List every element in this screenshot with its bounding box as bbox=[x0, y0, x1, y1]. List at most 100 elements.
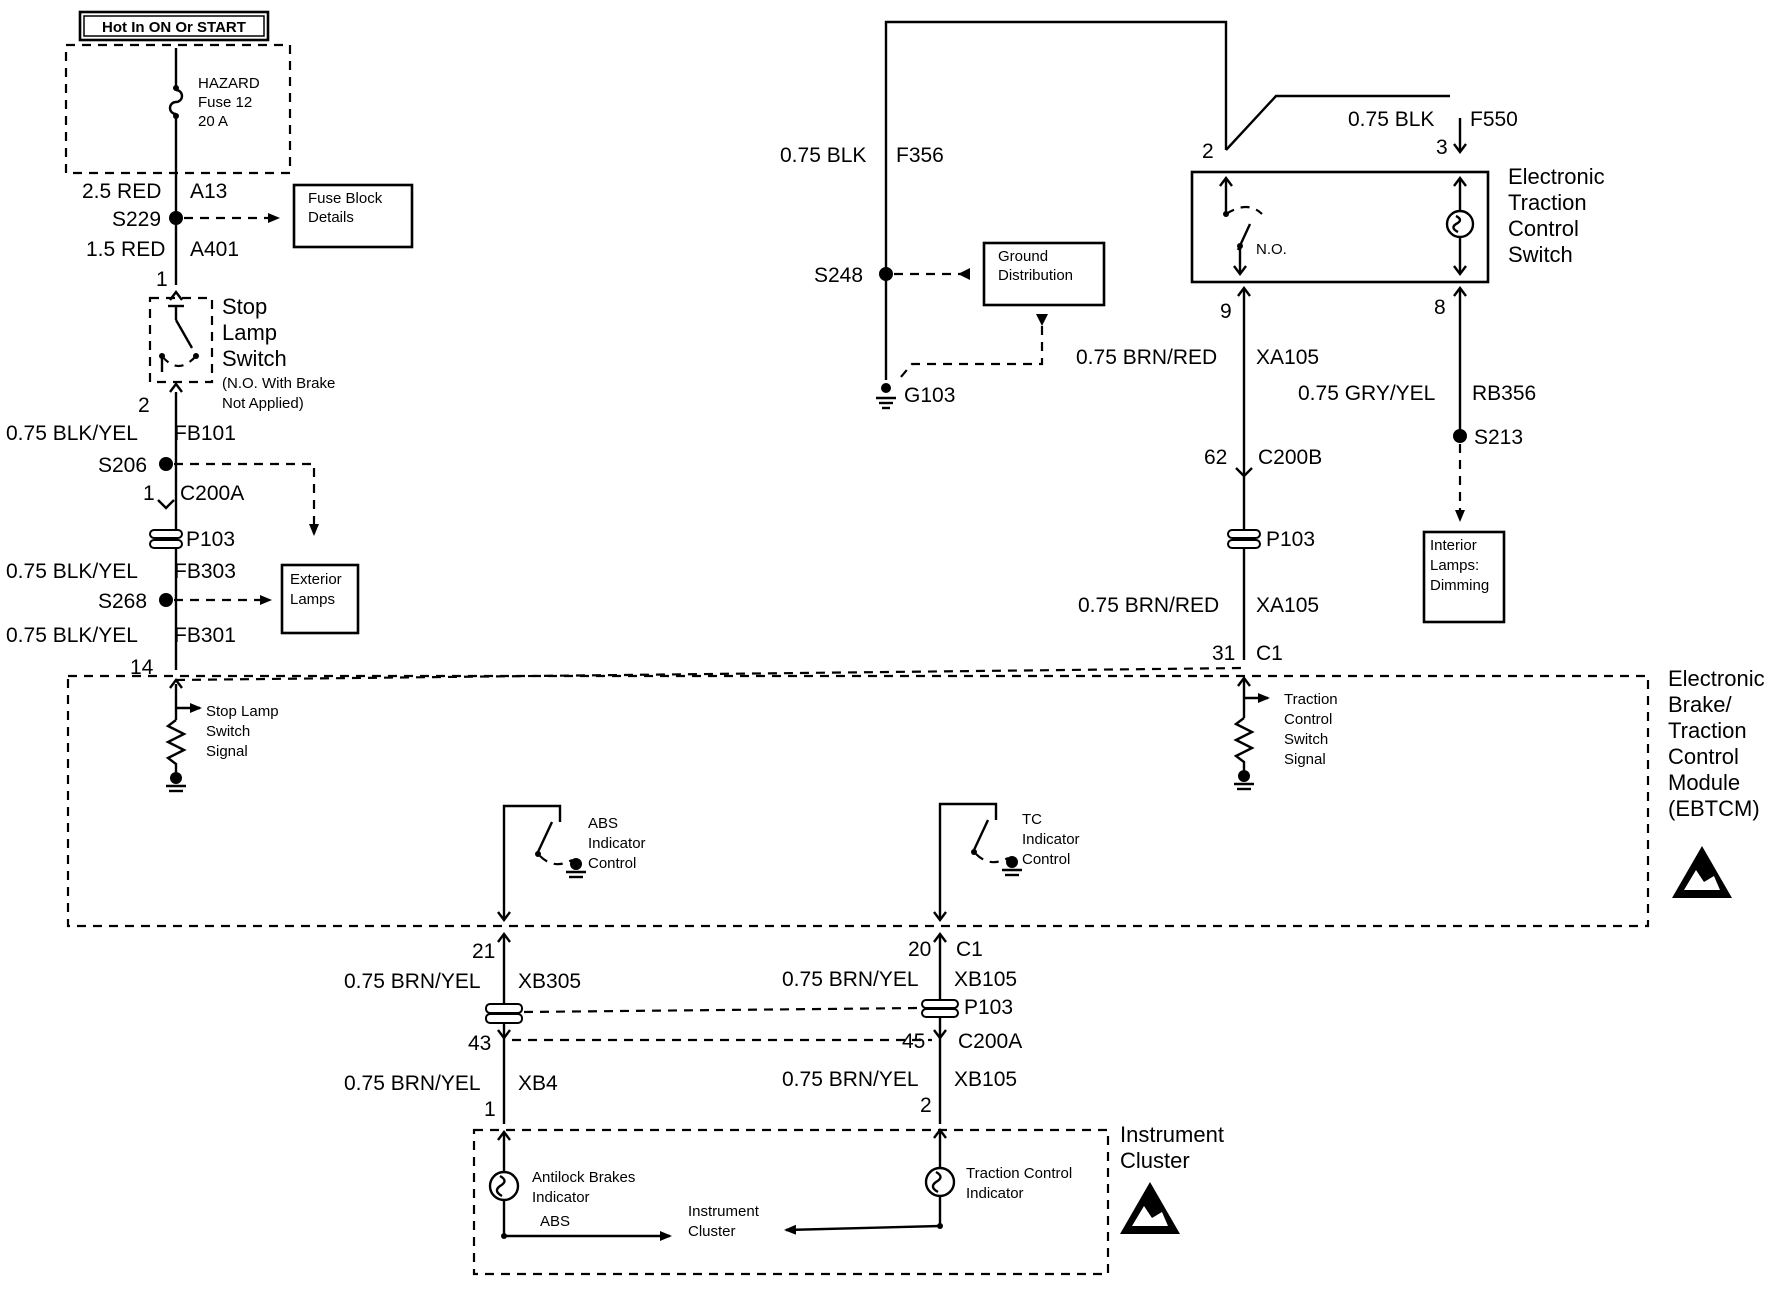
cluster-inner-line2: Cluster bbox=[688, 1223, 736, 1240]
splice-s248-label: S248 bbox=[814, 264, 863, 287]
abs-indicator-lamp-icon bbox=[488, 1170, 520, 1202]
exterior-lamps-box bbox=[280, 563, 360, 635]
wire-xb305-gauge: 0.75 BRN/YEL bbox=[344, 970, 481, 993]
ground-distribution-box bbox=[982, 241, 1106, 307]
wire-f356-circuit: F356 bbox=[896, 144, 944, 167]
exterior-lamps-line2: Lamps bbox=[290, 591, 335, 608]
ground-g103-icon bbox=[876, 383, 896, 410]
wire-rb356-gauge: 0.75 GRY/YEL bbox=[1298, 382, 1435, 405]
splice-s206-label: S206 bbox=[98, 454, 147, 477]
wire-rb356-circuit: RB356 bbox=[1472, 382, 1536, 405]
fuse-number: Fuse 12 bbox=[198, 94, 252, 111]
tc-indicator-lamp-icon bbox=[924, 1166, 956, 1198]
wire-f550-circuit: F550 bbox=[1470, 108, 1518, 131]
connector-p103-left bbox=[149, 529, 183, 549]
abs-indicator-line1: Antilock Brakes bbox=[532, 1169, 635, 1186]
pin-1-left: 1 bbox=[156, 268, 168, 291]
tc-indicator-line2: Indicator bbox=[966, 1185, 1024, 1202]
wire-fb101-circuit: FB101 bbox=[174, 422, 236, 445]
ebtcm-title-line3: Traction bbox=[1668, 718, 1747, 743]
interior-lamps-box bbox=[1422, 530, 1506, 624]
interior-lamps-line2: Lamps: bbox=[1430, 557, 1479, 574]
connector-p103-tc bbox=[921, 999, 959, 1018]
ground-g103-label: G103 bbox=[904, 384, 955, 407]
connector-p103-abs bbox=[485, 1003, 523, 1024]
c200a-pin: 1 bbox=[143, 482, 155, 505]
stop-lamp-switch-note2: Not Applied) bbox=[222, 395, 304, 412]
tcs-pin-9: 9 bbox=[1220, 300, 1232, 323]
pin-62: 62 bbox=[1204, 446, 1227, 469]
wire-fb101-gauge: 0.75 BLK/YEL bbox=[6, 422, 138, 445]
wire-f356-gauge: 0.75 BLK bbox=[780, 144, 866, 167]
tc-control-line1: TC bbox=[1022, 811, 1042, 828]
cluster-title-line1: Instrument bbox=[1120, 1122, 1224, 1147]
wire-xb105-top-gauge: 0.75 BRN/YEL bbox=[782, 968, 919, 991]
pin-1-cluster: 1 bbox=[484, 1098, 496, 1121]
tc-signal-ground-icon bbox=[1234, 770, 1254, 791]
wire-xb4-gauge: 0.75 BRN/YEL bbox=[344, 1072, 481, 1095]
abs-control-line3: Control bbox=[588, 855, 636, 872]
tcs-pin-3: 3 bbox=[1436, 136, 1448, 159]
interior-lamps-line1: Interior bbox=[1430, 537, 1477, 554]
wire-xb105-top-circuit: XB105 bbox=[954, 968, 1017, 991]
tc-control-line3: Control bbox=[1022, 851, 1070, 868]
esd-warning-icon-cluster bbox=[1120, 1182, 1180, 1234]
pin-45: 45 bbox=[902, 1030, 925, 1053]
tc-signal-line2: Control bbox=[1284, 711, 1332, 728]
splice-s213-label: S213 bbox=[1474, 426, 1523, 449]
wire-xa105-bot-circuit: XA105 bbox=[1256, 594, 1319, 617]
stop-lamp-switch-outline bbox=[148, 296, 214, 384]
ebtcm-title-line1: Electronic bbox=[1668, 666, 1765, 691]
tcs-title-line2: Traction bbox=[1508, 190, 1587, 215]
tcs-title-line3: Control bbox=[1508, 216, 1579, 241]
tc-indicator-line1: Traction Control bbox=[966, 1165, 1072, 1182]
abs-indicator-line2: Indicator bbox=[532, 1189, 590, 1206]
tcs-pin-8: 8 bbox=[1434, 296, 1446, 319]
ebtcm-title-line6: (EBTCM) bbox=[1668, 796, 1760, 821]
tcs-title-line1: Electronic bbox=[1508, 164, 1605, 189]
tcs-title-line4: Switch bbox=[1508, 242, 1573, 267]
connector-c200b: C200B bbox=[1258, 446, 1322, 469]
fuse-block-details-line2: Details bbox=[308, 209, 354, 226]
ebtcm-title-line4: Control bbox=[1668, 744, 1739, 769]
splice-s268 bbox=[159, 593, 173, 607]
tc-signal-line4: Signal bbox=[1284, 751, 1326, 768]
instrument-cluster-outline bbox=[472, 1128, 1110, 1276]
fuse-icon bbox=[168, 88, 184, 116]
wire-xb105-bot-circuit: XB105 bbox=[954, 1068, 1017, 1091]
wire-xa105-top-circuit: XA105 bbox=[1256, 346, 1319, 369]
tc-control-ground-icon bbox=[1002, 856, 1022, 877]
cluster-title-line2: Cluster bbox=[1120, 1148, 1190, 1173]
wire-f356 bbox=[884, 20, 1228, 380]
wire-xb105-bot-gauge: 0.75 BRN/YEL bbox=[782, 1068, 919, 1091]
tc-signal-line1: Traction bbox=[1284, 691, 1338, 708]
wire-a401-gauge: 1.5 RED bbox=[86, 238, 165, 261]
wire-f550-gauge: 0.75 BLK bbox=[1348, 108, 1434, 131]
abs-label: ABS bbox=[540, 1213, 570, 1230]
splice-s213 bbox=[1453, 429, 1467, 443]
fuse-block-details-box bbox=[292, 183, 414, 249]
p103-left-label: P103 bbox=[186, 528, 235, 551]
splice-s248 bbox=[879, 267, 893, 281]
abs-control-line1: ABS bbox=[588, 815, 618, 832]
wire-xb305-circuit: XB305 bbox=[518, 970, 581, 993]
fuse-name: HAZARD bbox=[198, 75, 260, 92]
splice-s229 bbox=[169, 211, 183, 225]
wire-fb301-circuit: FB301 bbox=[174, 624, 236, 647]
wire-xb4-circuit: XB4 bbox=[518, 1072, 558, 1095]
tcs-switch-box bbox=[1190, 170, 1490, 284]
stop-signal-resistor-icon bbox=[165, 719, 187, 772]
pin-43: 43 bbox=[468, 1032, 491, 1055]
connector-c1-right: C1 bbox=[1256, 642, 1283, 665]
stop-signal-ground-icon bbox=[166, 772, 186, 793]
tcs-lamp-icon bbox=[1445, 209, 1475, 239]
connector-c1-lower: C1 bbox=[956, 938, 983, 961]
splice-s268-label: S268 bbox=[98, 590, 147, 613]
splice-s229-label: S229 bbox=[112, 208, 161, 231]
esd-warning-icon-ebtcm bbox=[1672, 846, 1732, 898]
ebtcm-title-line5: Module bbox=[1668, 770, 1740, 795]
exterior-lamps-line1: Exterior bbox=[290, 571, 342, 588]
p103-lower-label: P103 bbox=[964, 996, 1013, 1019]
tc-signal-resistor-icon bbox=[1233, 717, 1255, 770]
